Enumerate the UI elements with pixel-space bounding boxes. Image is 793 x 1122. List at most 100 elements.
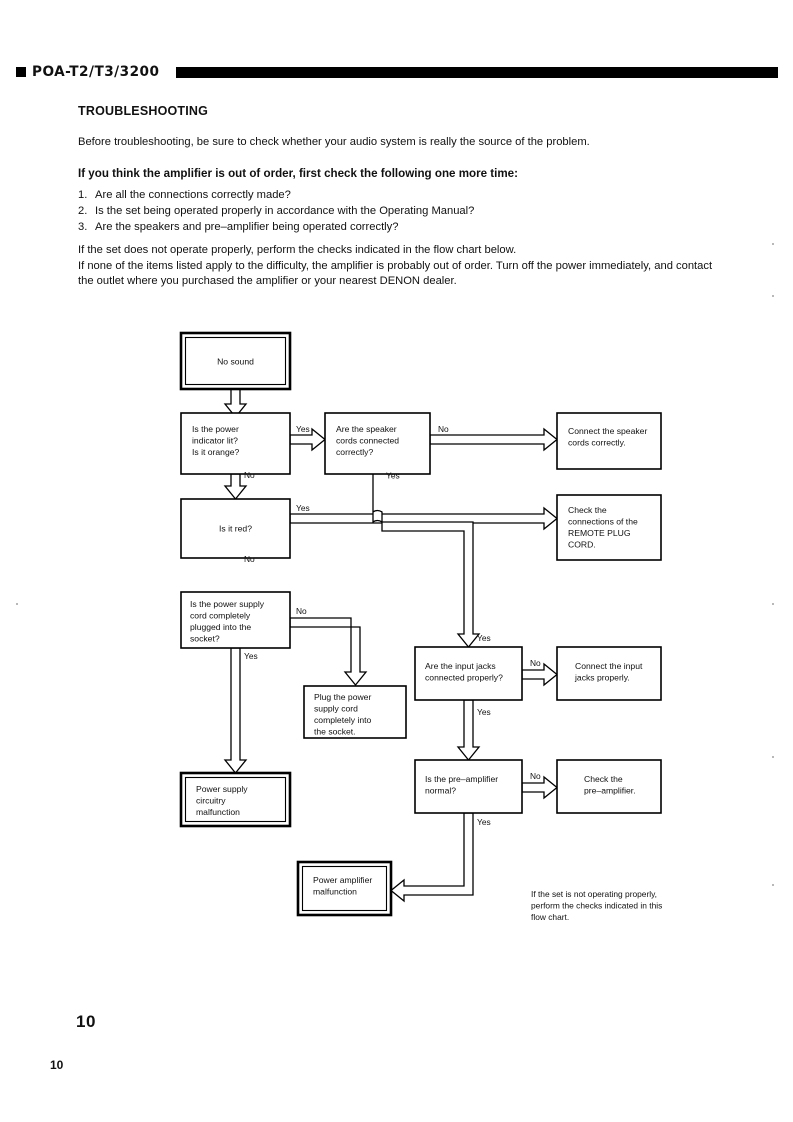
- note-line: If the set is not operating properly,: [531, 889, 657, 899]
- node-label: Power amplifier: [313, 875, 372, 885]
- page-number: 10: [76, 1012, 96, 1031]
- note-line: perform the checks indicated in this: [531, 901, 662, 911]
- node-label: Check the: [568, 505, 607, 515]
- edge-label: No: [244, 554, 255, 564]
- node-label: connections of the: [568, 517, 638, 527]
- list-item: 3. Are the speakers and pre–amplifier be…: [78, 219, 768, 235]
- node-label: Is the power supply: [190, 599, 265, 609]
- edge-cord-psufault: [223, 647, 248, 775]
- node-label: connected properly?: [425, 673, 503, 683]
- edge-label: No: [530, 771, 541, 781]
- node-label: completely into: [314, 715, 372, 725]
- node-label: normal?: [425, 786, 456, 796]
- edge-label: Yes: [296, 424, 310, 434]
- node-label: the socket.: [314, 727, 356, 737]
- list-item: 2. Is the set being operated properly in…: [78, 203, 768, 219]
- edge-label: Yes: [386, 471, 400, 481]
- list-text: Are all the connections correctly made?: [95, 188, 291, 201]
- note-line: flow chart.: [531, 912, 569, 922]
- list-item: 1. Are all the connections correctly mad…: [78, 187, 768, 203]
- edge-labels: Yes No No Yes Yes No No Yes No Yes No Ye…: [244, 424, 541, 827]
- tail-line: If none of the items listed apply to the…: [78, 259, 713, 272]
- edge-label: No: [438, 424, 449, 434]
- scan-speck: [772, 295, 774, 297]
- lead-paragraph: Before troubleshooting, be sure to check…: [78, 136, 590, 148]
- edge-label: Yes: [244, 651, 258, 661]
- scan-speck: [772, 603, 774, 605]
- node-label: indicator lit?: [192, 436, 238, 446]
- edge-preamp-checkpreamp: [521, 775, 559, 800]
- list-number: 1.: [78, 188, 88, 201]
- node-label: Connect the input: [575, 661, 643, 671]
- header-rule: [175, 66, 778, 78]
- node-label: correctly?: [336, 447, 373, 457]
- edge-preamp-ampfault: [389, 812, 474, 903]
- node-label: cord completely: [190, 611, 251, 621]
- tail-line: the outlet where you purchased the ampli…: [78, 275, 457, 288]
- edge-speaker-inputjacks: [372, 474, 481, 649]
- edge-power-speaker: [289, 427, 327, 452]
- list-text: Is the set being operated properly in ac…: [95, 204, 475, 217]
- scan-speck: [772, 884, 774, 886]
- edge-speaker-connect: [429, 427, 559, 452]
- node-label: malfunction: [196, 807, 240, 817]
- node-label: cords connected: [336, 436, 399, 446]
- edge-inputjacks-connectin: [521, 662, 559, 687]
- model-title: POA-T2/T3/3200: [32, 64, 160, 80]
- edge-label: No: [244, 470, 255, 480]
- node-label: circuitry: [196, 796, 226, 806]
- flow-connectors: [223, 388, 559, 903]
- bold-question: If you think the amplifier is out of ord…: [78, 166, 518, 180]
- node-label: jacks properly.: [574, 673, 630, 683]
- node-label: cords correctly.: [568, 438, 626, 448]
- node-is-it-red: Is it red?: [180, 498, 291, 559]
- scan-speck: [16, 603, 18, 605]
- node-check-preamp: Check the pre–amplifier.: [556, 759, 662, 814]
- node-power-amp-malfunction: Power amplifier malfunction: [296, 860, 393, 917]
- square-marker-icon: [16, 67, 26, 77]
- checklist: 1. Are all the connections correctly mad…: [78, 187, 768, 236]
- edge-inputjacks-preamp: [456, 699, 481, 762]
- edge-label: Yes: [477, 707, 491, 717]
- tail-line: If the set does not operate properly, pe…: [78, 244, 517, 257]
- node-label: plugged into the: [190, 622, 251, 632]
- scan-speck: [772, 756, 774, 758]
- list-text: Are the speakers and pre–amplifier being…: [95, 220, 399, 233]
- node-check-remote-plug-cord: Check the connections of the REMOTE PLUG…: [556, 494, 662, 561]
- tail-paragraph: If the set does not operate properly, pe…: [78, 243, 768, 290]
- intro-block: TROUBLESHOOTING Before troubleshooting, …: [78, 104, 768, 290]
- edge-label: Yes: [477, 633, 491, 643]
- node-power-supply-malfunction: Power supply circuitry malfunction: [179, 771, 292, 828]
- node-label: Is the power: [192, 424, 239, 434]
- page-title: TROUBLESHOOTING: [78, 104, 209, 118]
- node-speaker-cords: Are the speaker cords connected correctl…: [324, 412, 431, 475]
- node-label: Plug the power: [314, 692, 371, 702]
- scan-speck: [772, 243, 774, 245]
- node-no-sound: No sound: [179, 331, 292, 391]
- node-label: CORD.: [568, 540, 596, 550]
- node-label: Power supply: [196, 784, 248, 794]
- node-label: REMOTE PLUG: [568, 528, 631, 538]
- node-label: Is the pre–amplifier: [425, 774, 498, 784]
- node-label: No sound: [217, 357, 254, 367]
- edge-cord-plugcord: [289, 617, 368, 687]
- node-power-indicator: Is the power indicator lit? Is it orange…: [180, 412, 291, 475]
- edge-start-power: [223, 388, 248, 419]
- edge-label: Yes: [477, 817, 491, 827]
- page-header: POA-T2/T3/3200: [16, 64, 778, 80]
- edge-power-isred: [223, 473, 248, 501]
- node-label: Connect the speaker: [568, 426, 647, 436]
- node-connect-speaker-cords: Connect the speaker cords correctly.: [556, 412, 662, 470]
- node-label: Are the speaker: [336, 424, 397, 434]
- footer-page-number: 10: [50, 1058, 64, 1072]
- edge-label: Yes: [296, 503, 310, 513]
- node-connect-input-jacks: Connect the input jacks properly.: [556, 646, 662, 701]
- node-label: socket?: [190, 634, 220, 644]
- list-number: 2.: [78, 204, 88, 217]
- edge-isred-remote: [289, 506, 559, 531]
- node-label: malfunction: [313, 887, 357, 897]
- node-label: pre–amplifier.: [584, 786, 636, 796]
- edge-label: No: [530, 658, 541, 668]
